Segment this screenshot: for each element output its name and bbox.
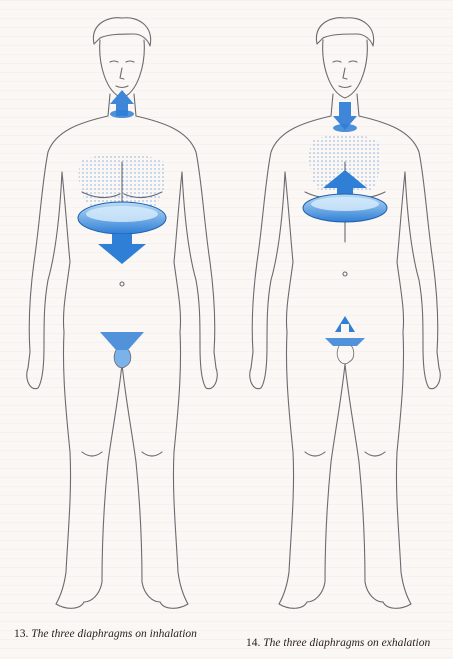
body-outline-exhalation [245, 12, 445, 622]
arrow-down-icon [98, 234, 146, 264]
pelvic-diaphragm [100, 332, 144, 368]
figure-exhalation [245, 12, 445, 622]
body-outline-inhalation [22, 12, 222, 622]
caption-exhalation: 14. The three diaphragms on exhalation [246, 637, 430, 649]
figure-number: 14. [246, 637, 260, 649]
neck-diaphragm [333, 102, 357, 132]
neck-diaphragm [110, 90, 134, 118]
figure-number: 13. [14, 628, 28, 640]
figure-caption: The three diaphragms on exhalation [263, 637, 430, 649]
pelvic-diaphragm [325, 316, 365, 364]
figure-inhalation [22, 12, 222, 622]
figure-caption: The three diaphragms on inhalation [31, 628, 197, 640]
caption-inhalation: 13. The three diaphragms on inhalation [14, 628, 197, 640]
